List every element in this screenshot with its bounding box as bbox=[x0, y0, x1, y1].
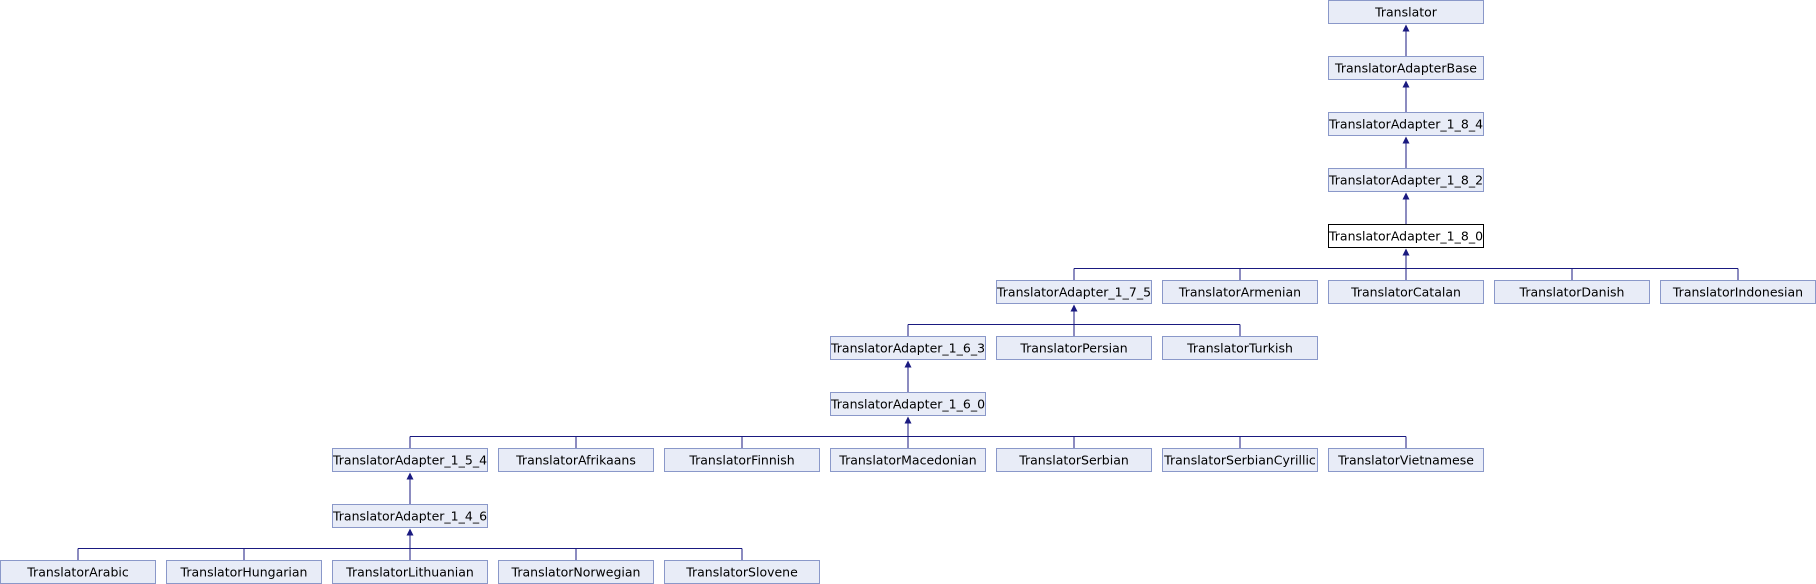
class-node-box bbox=[1162, 336, 1318, 360]
class-node-box bbox=[996, 448, 1152, 472]
class-node-hungarian[interactable]: TranslatorHungarian bbox=[166, 560, 322, 584]
class-node-arabic[interactable]: TranslatorArabic bbox=[0, 560, 156, 584]
arrowhead-adapter_1_8_2 bbox=[1402, 192, 1410, 200]
class-node-adapter-1-8-2[interactable]: TranslatorAdapter_1_8_2 bbox=[1328, 168, 1484, 192]
arrowhead-adapter_1_8_4 bbox=[1402, 136, 1410, 144]
class-node-label: TranslatorAdapter_1_6_0 bbox=[830, 397, 985, 412]
class-node-serbian-cyrillic[interactable]: TranslatorSerbianCyrillic bbox=[1162, 448, 1318, 472]
class-node-box bbox=[830, 392, 986, 416]
class-node-label: TranslatorSlovene bbox=[685, 565, 798, 580]
class-node-box bbox=[1328, 0, 1484, 24]
class-node-adapter-1-5-4[interactable]: TranslatorAdapter_1_5_4 bbox=[332, 448, 488, 472]
class-node-label: TranslatorVietnamese bbox=[1337, 453, 1474, 468]
class-node-box bbox=[1328, 168, 1484, 192]
arrowhead-adapter_1_8_0 bbox=[1402, 248, 1410, 256]
class-node-box bbox=[1328, 112, 1484, 136]
class-node-label: TranslatorAdapter_1_8_4 bbox=[1328, 117, 1483, 132]
class-node-label: TranslatorNorwegian bbox=[511, 565, 641, 580]
class-node-box bbox=[1328, 448, 1484, 472]
class-node-adapter-1-8-0: TranslatorAdapter_1_8_0 bbox=[1328, 224, 1484, 248]
class-node-box bbox=[1328, 56, 1484, 80]
class-node-box bbox=[1494, 280, 1650, 304]
class-node-label: TranslatorAfrikaans bbox=[515, 453, 636, 468]
class-node-label: TranslatorAdapter_1_7_5 bbox=[996, 285, 1151, 300]
class-node-turkish[interactable]: TranslatorTurkish bbox=[1162, 336, 1318, 360]
class-node-afrikaans[interactable]: TranslatorAfrikaans bbox=[498, 448, 654, 472]
class-node-label: TranslatorArmenian bbox=[1178, 285, 1301, 300]
class-node-box bbox=[498, 448, 654, 472]
class-node-serbian[interactable]: TranslatorSerbian bbox=[996, 448, 1152, 472]
class-node-persian[interactable]: TranslatorPersian bbox=[996, 336, 1152, 360]
arrowhead-adapter_1_7_5 bbox=[1070, 304, 1078, 312]
class-node-box bbox=[664, 448, 820, 472]
class-node-adapter-base[interactable]: TranslatorAdapterBase bbox=[1328, 56, 1484, 80]
class-node-box bbox=[1162, 448, 1318, 472]
class-node-box bbox=[830, 448, 986, 472]
class-node-box bbox=[830, 336, 986, 360]
class-node-box bbox=[332, 448, 488, 472]
class-node-danish[interactable]: TranslatorDanish bbox=[1494, 280, 1650, 304]
class-node-box bbox=[1328, 224, 1484, 248]
class-node-label: TranslatorHungarian bbox=[180, 565, 308, 580]
class-node-label: TranslatorPersian bbox=[1019, 341, 1127, 356]
class-node-adapter-1-7-5[interactable]: TranslatorAdapter_1_7_5 bbox=[996, 280, 1152, 304]
class-node-box bbox=[996, 280, 1152, 304]
class-node-adapter-1-4-6[interactable]: TranslatorAdapter_1_4_6 bbox=[332, 504, 488, 528]
class-node-norwegian[interactable]: TranslatorNorwegian bbox=[498, 560, 654, 584]
inheritance-edges bbox=[77, 24, 1739, 561]
arrowhead-adapter_base bbox=[1402, 80, 1410, 88]
class-node-lithuanian[interactable]: TranslatorLithuanian bbox=[332, 560, 488, 584]
class-node-indonesian[interactable]: TranslatorIndonesian bbox=[1660, 280, 1816, 304]
class-node-label: TranslatorMacedonian bbox=[838, 453, 976, 468]
class-node-label: TranslatorAdapter_1_8_2 bbox=[1328, 173, 1483, 188]
class-node-label: TranslatorCatalan bbox=[1350, 285, 1461, 300]
class-node-label: TranslatorDanish bbox=[1519, 285, 1625, 300]
arrowhead-translator bbox=[1402, 24, 1410, 32]
arrowhead-adapter_1_4_6 bbox=[406, 528, 414, 536]
class-node-label: Translator bbox=[1374, 5, 1438, 20]
class-node-slovene[interactable]: TranslatorSlovene bbox=[664, 560, 820, 584]
class-node-label: TranslatorSerbian bbox=[1018, 453, 1129, 468]
class-node-adapter-1-8-4[interactable]: TranslatorAdapter_1_8_4 bbox=[1328, 112, 1484, 136]
class-node-box bbox=[1162, 280, 1318, 304]
arrowhead-adapter_1_6_0 bbox=[904, 416, 912, 424]
class-node-label: TranslatorTurkish bbox=[1186, 341, 1293, 356]
class-node-label: TranslatorIndonesian bbox=[1672, 285, 1803, 300]
class-node-label: TranslatorSerbianCyrillic bbox=[1163, 453, 1316, 468]
class-node-macedonian[interactable]: TranslatorMacedonian bbox=[830, 448, 986, 472]
class-node-adapter-1-6-0[interactable]: TranslatorAdapter_1_6_0 bbox=[830, 392, 986, 416]
class-node-armenian[interactable]: TranslatorArmenian bbox=[1162, 280, 1318, 304]
class-node-label: TranslatorAdapter_1_6_3 bbox=[830, 341, 985, 356]
class-node-label: TranslatorAdapter_1_8_0 bbox=[1328, 229, 1483, 244]
class-node-box bbox=[332, 504, 488, 528]
class-node-adapter-1-6-3[interactable]: TranslatorAdapter_1_6_3 bbox=[830, 336, 986, 360]
class-node-label: TranslatorFinnish bbox=[688, 453, 794, 468]
class-node-label: TranslatorArabic bbox=[26, 565, 129, 580]
class-node-vietnamese[interactable]: TranslatorVietnamese bbox=[1328, 448, 1484, 472]
arrowhead-adapter_1_5_4 bbox=[406, 472, 414, 480]
class-node-translator[interactable]: Translator bbox=[1328, 0, 1484, 24]
class-node-label: TranslatorAdapter_1_4_6 bbox=[332, 509, 487, 524]
arrowhead-adapter_1_6_3 bbox=[904, 360, 912, 368]
class-node-finnish[interactable]: TranslatorFinnish bbox=[664, 448, 820, 472]
class-node-box bbox=[1328, 280, 1484, 304]
class-node-catalan[interactable]: TranslatorCatalan bbox=[1328, 280, 1484, 304]
class-node-label: TranslatorLithuanian bbox=[345, 565, 474, 580]
class-node-box bbox=[996, 336, 1152, 360]
class-node-label: TranslatorAdapter_1_5_4 bbox=[332, 453, 487, 468]
class-node-label: TranslatorAdapterBase bbox=[1334, 61, 1477, 76]
